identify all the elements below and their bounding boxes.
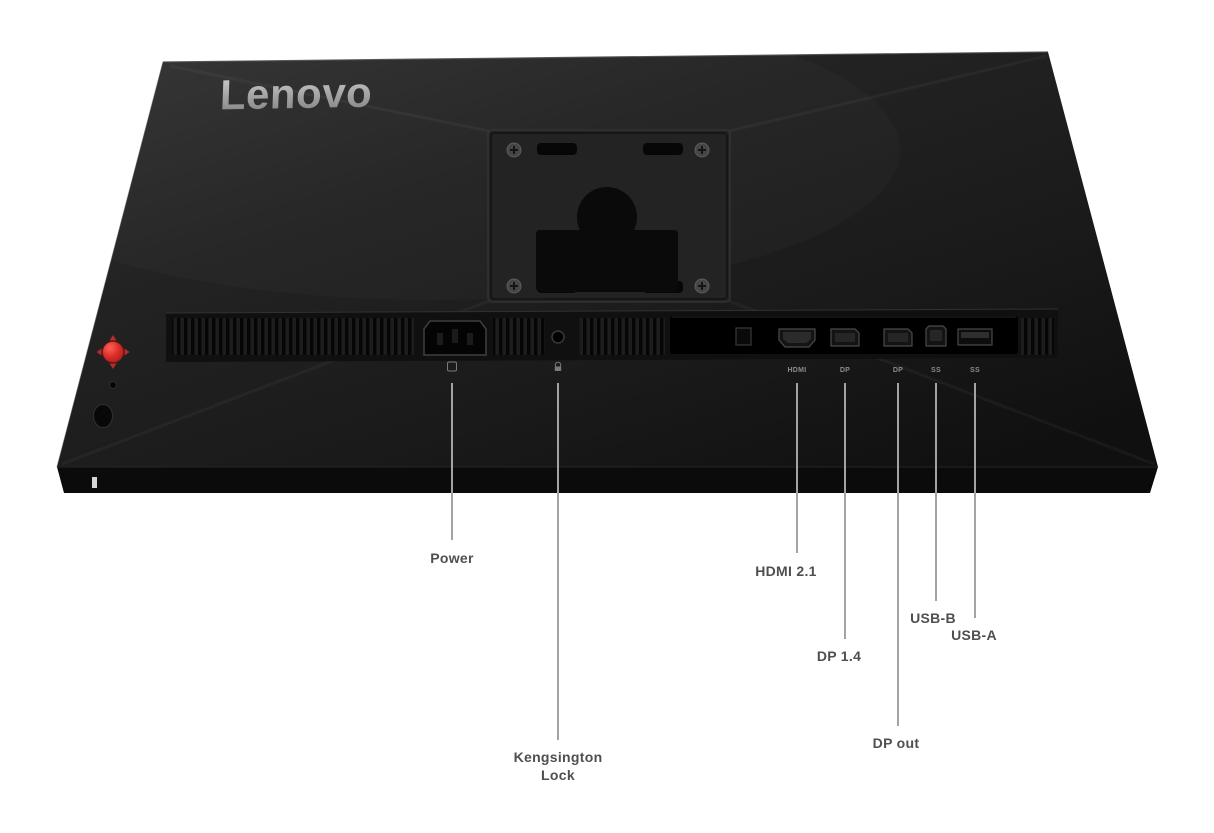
dp-label: DP 1.4 xyxy=(816,648,862,664)
hdmi-label: HDMI 2.1 xyxy=(755,563,817,579)
io-strip-top-bevel xyxy=(165,308,1059,314)
power-label: Power xyxy=(430,550,474,566)
kensington-lock-icon xyxy=(554,361,562,371)
dp-out-port-glyph: DP xyxy=(893,367,903,374)
side-dot-button xyxy=(109,381,117,389)
usb-a-label: USB-A xyxy=(951,627,997,643)
dp-out-label: DP out xyxy=(872,735,920,751)
vesa-mount-plate xyxy=(487,129,731,303)
power-button xyxy=(93,404,113,428)
hdmi-port-glyph: HDMI xyxy=(787,367,806,374)
usb-b-label: USB-B xyxy=(910,610,956,626)
vent-grille-right xyxy=(1021,318,1054,355)
monitor-bottom-edge xyxy=(57,467,1158,493)
hdmi-port xyxy=(778,328,816,348)
left-edge-highlight xyxy=(56,61,164,468)
kensington-label: Kengsington Lock xyxy=(514,748,603,784)
dp-port-glyph: DP xyxy=(840,367,850,374)
power-port xyxy=(423,320,487,356)
vent-grille-mid-1 xyxy=(493,318,545,355)
vent-grille-left xyxy=(172,318,414,355)
small-square-port xyxy=(735,327,752,346)
joystick-button xyxy=(96,335,130,369)
kensington-lock-slot xyxy=(551,330,565,344)
port-glyph-row: HDMI DP DP SS SS xyxy=(447,361,980,374)
usb-b-port-glyph: SS xyxy=(931,367,941,374)
panel-sheen xyxy=(0,0,900,300)
top-edge-highlight xyxy=(162,51,1049,63)
dp-port xyxy=(830,328,860,347)
stand-mount-cutout xyxy=(536,187,678,292)
kensington-label-line1: Kengsington xyxy=(513,749,603,765)
callout-lines xyxy=(451,383,976,740)
dp-out-port xyxy=(883,328,913,347)
lenovo-logo: Lenovo xyxy=(219,68,374,119)
usb-b-port xyxy=(925,325,947,347)
vent-grille-mid-2 xyxy=(579,318,665,355)
kensington-label-line2: Lock xyxy=(541,767,575,783)
usb-a-port-glyph: SS xyxy=(970,367,980,374)
vesa-screws xyxy=(506,142,710,294)
edge-notch xyxy=(92,477,97,488)
usb-a-port xyxy=(957,328,993,346)
power-port-icon xyxy=(447,361,457,372)
